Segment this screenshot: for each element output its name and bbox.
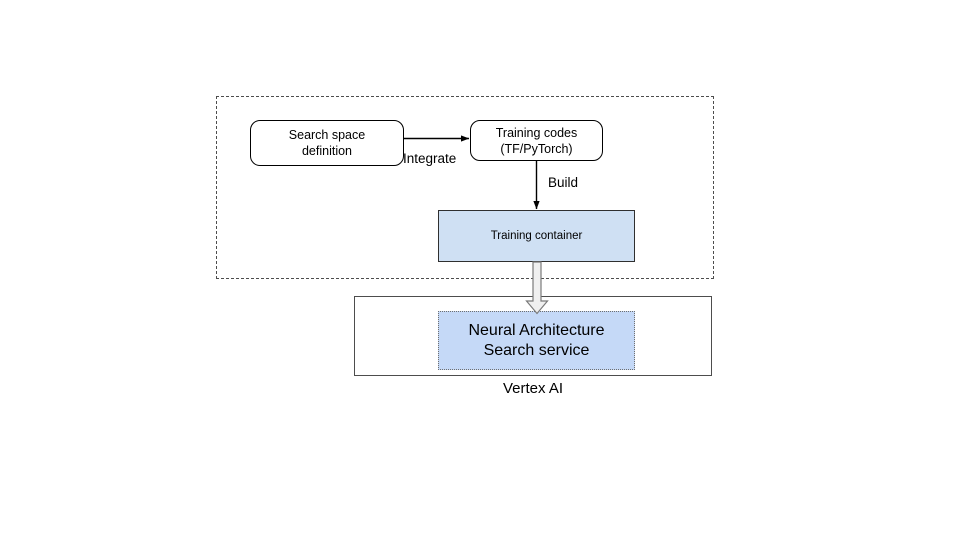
vertex-ai-region-label: Vertex AI (502, 380, 564, 397)
node-label-line-1: Neural Architecture (468, 321, 605, 339)
node-label-line-2: (TF/PyTorch) (500, 141, 573, 156)
node-training-codes[interactable]: Training codes (TF/PyTorch) (470, 120, 603, 161)
user-workflow-region (216, 96, 714, 279)
node-training-container-label: Training container (490, 230, 583, 242)
node-nas-service-label: Neural Architecture Search service (468, 321, 604, 361)
node-label-line-1: Training codes (495, 125, 578, 140)
node-label-line-2: Search service (483, 341, 590, 359)
node-label-line-1: Search space (288, 128, 366, 142)
node-training-codes-label: Training codes (TF/PyTorch) (496, 125, 578, 157)
node-search-space-definition-label: Search space definition (289, 127, 365, 159)
integrate-edge-label: Integrate (403, 151, 457, 166)
node-neural-architecture-search-service[interactable]: Neural Architecture Search service (438, 311, 635, 370)
node-training-container[interactable]: Training container (438, 210, 635, 262)
node-label-line-2: definition (301, 144, 353, 158)
node-search-space-definition[interactable]: Search space definition (250, 120, 404, 166)
build-edge-label: Build (548, 175, 579, 190)
